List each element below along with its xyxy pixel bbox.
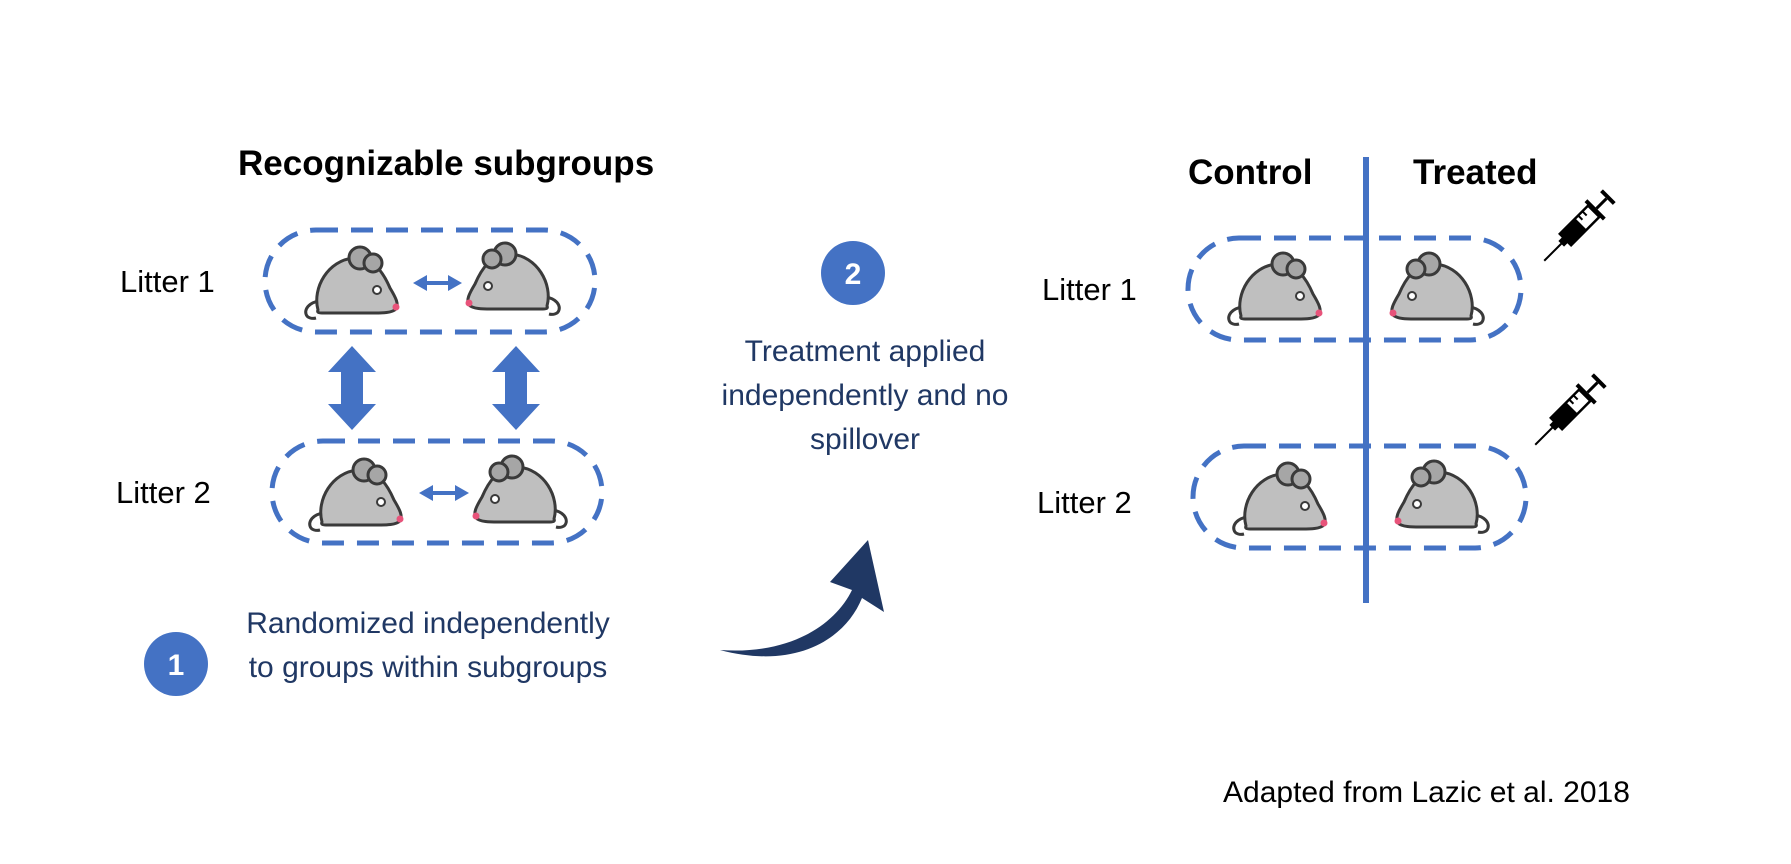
mouse-icon [308,457,405,532]
left-litter-1-label: Litter 1 [120,264,215,299]
right-litter-2-label: Litter 2 [1037,485,1132,520]
right-litter-1-label: Litter 1 [1042,272,1137,307]
step-2-number: 2 [845,258,862,291]
mouse-icon [1227,251,1324,326]
treated-label: Treated [1413,153,1538,192]
left-litter-1-capsule [262,227,598,335]
left-panel-title: Recognizable subgroups [238,144,655,183]
syringe-icon [1533,185,1620,272]
step-2-circle [821,241,885,305]
right-litter-1-capsule [1185,235,1524,343]
step-1-circle [144,632,208,696]
mouse-icon [304,245,401,320]
control-label: Control [1188,153,1313,192]
curved-arrow-icon [720,540,884,657]
step-2-text: Treatment applied independently and no s… [721,335,1009,456]
mouse-icon [471,454,568,529]
vertical-double-arrow-icon [328,346,376,430]
vertical-double-arrow-icon [492,346,540,430]
small-double-arrow-icon [413,275,462,291]
step-1-text: Randomized independently to groups withi… [246,607,610,684]
left-litter-2-capsule [269,438,605,546]
mouse-icon [464,241,561,316]
mouse-icon [1388,251,1485,326]
credit-text: Adapted from Lazic et al. 2018 [1223,776,1630,809]
mouse-icon [1393,459,1490,534]
syringe-icon [1524,369,1611,456]
right-litter-2-capsule [1190,443,1529,551]
mouse-icon [1232,461,1329,536]
step-1-number: 1 [168,649,185,682]
small-double-arrow-icon [419,485,469,501]
left-litter-2-label: Litter 2 [116,475,211,510]
